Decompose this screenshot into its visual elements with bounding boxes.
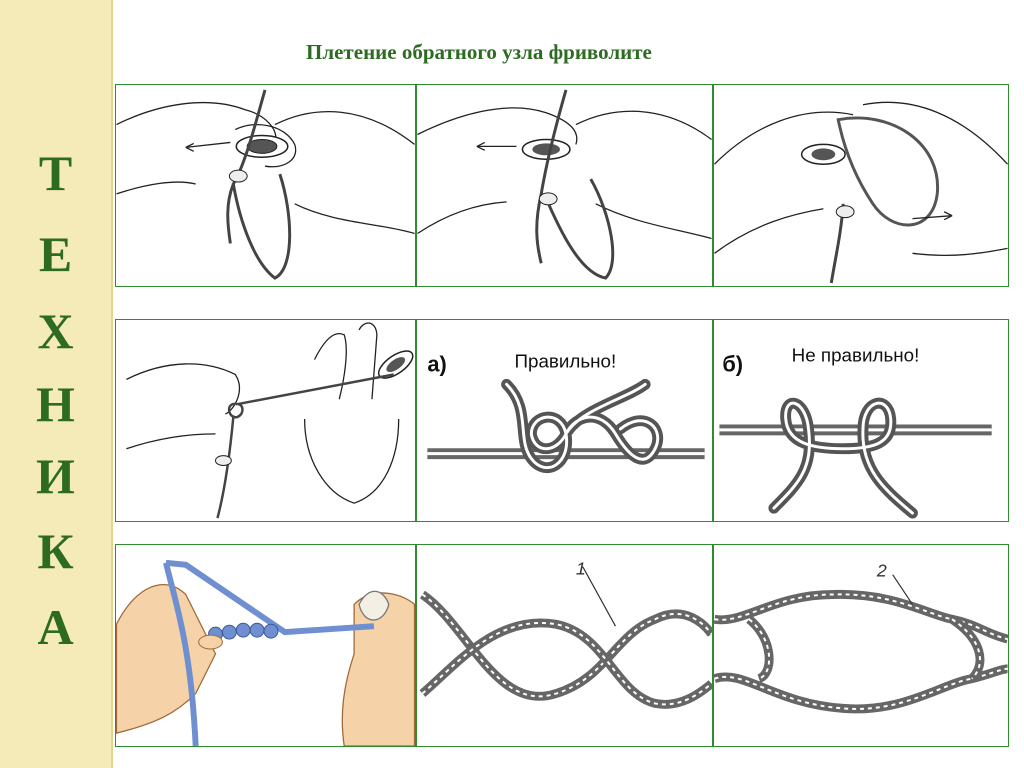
- sidebar-letter: И: [36, 448, 75, 504]
- shuttle-icon: [800, 143, 846, 165]
- shuttle-icon: [521, 138, 571, 161]
- hands-thread-stretch-illustration: [126, 322, 414, 519]
- sidebar-letter: К: [37, 523, 74, 579]
- tatting-hands-color-illustration: [116, 559, 415, 746]
- shuttle-icon: [235, 134, 289, 159]
- sidebar-letter: Н: [36, 376, 75, 432]
- panel-tatting-color: [115, 544, 416, 747]
- page-title: Плетение обратного узла фриволите: [306, 40, 652, 64]
- panel-marker-b: б): [722, 351, 743, 376]
- incorrect-knot-diagram: б) Не правильно!: [719, 345, 992, 519]
- twisted-thread-diagram: 1: [419, 559, 712, 709]
- panel-knot-incorrect: б) Не правильно!: [713, 319, 1009, 522]
- hands-shuttle-illustration: [714, 101, 1008, 284]
- panel-hands-step-2: [416, 84, 713, 287]
- panel-marker-a: а): [427, 351, 446, 376]
- shuttle-icon: [358, 590, 390, 621]
- sidebar-letter: Х: [37, 303, 74, 359]
- panel-hands-step-1: [115, 84, 416, 287]
- panel-hands-step-4: [115, 319, 416, 522]
- double-knot-diagram: 2: [714, 561, 1008, 714]
- correct-knot-diagram: а) Правильно!: [427, 351, 705, 474]
- sidebar-letter: Е: [38, 226, 73, 282]
- panel-hands-step-3: [713, 84, 1009, 287]
- panel-double-knot: 2: [713, 544, 1009, 747]
- caption-incorrect: Не правильно!: [792, 345, 920, 366]
- hands-shuttle-illustration: [417, 89, 712, 280]
- sidebar-letter: Т: [38, 145, 73, 201]
- sidebar-letter: А: [37, 599, 74, 655]
- panel-twisted-thread: 1: [416, 544, 713, 747]
- hands-shuttle-illustration: [116, 89, 415, 280]
- caption-correct: Правильно!: [514, 351, 616, 372]
- panel-knot-correct: а) Правильно!: [416, 319, 713, 522]
- callout-1: 1: [576, 559, 586, 579]
- sidebar: Т Е Х Н И К А: [0, 0, 113, 768]
- callout-2: 2: [876, 561, 887, 581]
